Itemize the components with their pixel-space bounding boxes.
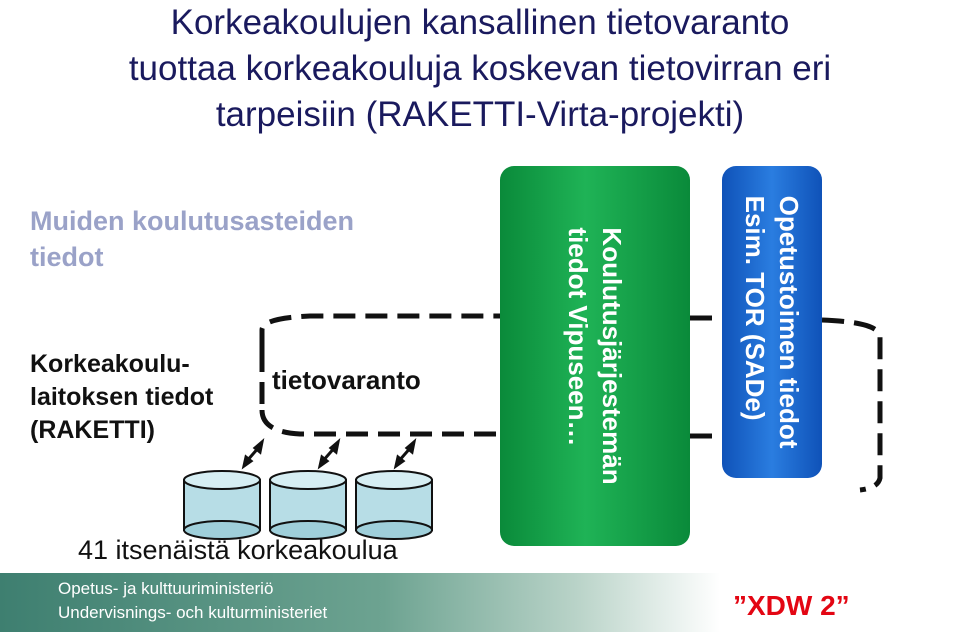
education-provider-data-box: Koulutusjärjestemän tiedot Vipuseen… bbox=[500, 166, 690, 546]
xdw-badge: ”XDW 2” bbox=[733, 590, 850, 621]
database-cylinder-icon bbox=[355, 470, 433, 540]
bidirectional-arrow-icon bbox=[241, 438, 265, 470]
bidirectional-arrow-icon bbox=[393, 438, 417, 470]
tietovaranto-label: tietovaranto bbox=[272, 365, 421, 395]
blue-box-line-1: Opetustoimen tiedot bbox=[774, 195, 804, 449]
green-box-line-1: Koulutusjärjestemän bbox=[597, 227, 627, 485]
institution-line-3: (RAKETTI) bbox=[30, 416, 155, 444]
bidirectional-arrow-icon bbox=[317, 438, 341, 470]
ministry-footer: Opetus- ja kulttuuriministeriö Undervisn… bbox=[0, 573, 960, 632]
institution-line-2: laitoksen tiedot bbox=[30, 383, 214, 411]
ministry-name-sv: Undervisnings- och kulturministeriet bbox=[58, 603, 328, 622]
institutions-count-label: 41 itsenäistä korkeakoulua bbox=[78, 535, 398, 565]
title-line-3: tarpeisiin (RAKETTI-Virta-projekti) bbox=[215, 95, 745, 134]
blue-box-line-2: Esim. TOR (SADe) bbox=[740, 195, 770, 421]
other-levels-label: Muiden koulutusasteiden tiedot bbox=[30, 203, 354, 275]
database-cylinder-icon bbox=[183, 470, 261, 540]
ministry-name-fi: Opetus- ja kulttuuriministeriö bbox=[58, 579, 274, 598]
institution-line-1: Korkeakoulu- bbox=[30, 350, 190, 378]
ring-right bbox=[821, 317, 883, 493]
education-sector-text: Opetustoimen tiedot Esim. TOR (SADe) bbox=[738, 196, 806, 449]
institution-data-label: Korkeakoulu- laitoksen tiedot (RAKETTI) bbox=[30, 348, 213, 447]
education-sector-data-box: Opetustoimen tiedot Esim. TOR (SADe) bbox=[722, 166, 822, 478]
database-cylinder-icon bbox=[269, 470, 347, 540]
slide-title: Korkeakoulujen kansallinen tietovaranto … bbox=[60, 0, 900, 138]
education-provider-text: Koulutusjärjestemän tiedot Vipuseen… bbox=[561, 227, 629, 484]
title-line-1: Korkeakoulujen kansallinen tietovaranto bbox=[170, 3, 790, 42]
title-line-2: tuottaa korkeakouluja koskevan tietovirr… bbox=[128, 49, 832, 88]
ring-bottom-left bbox=[259, 409, 500, 437]
other-levels-line-1: Muiden koulutusasteiden bbox=[30, 206, 355, 236]
other-levels-line-2: tiedot bbox=[30, 242, 104, 272]
tietovaranto-ring bbox=[259, 313, 883, 493]
green-box-line-2: tiedot Vipuseen… bbox=[563, 227, 593, 447]
ring-top-left bbox=[259, 313, 505, 350]
